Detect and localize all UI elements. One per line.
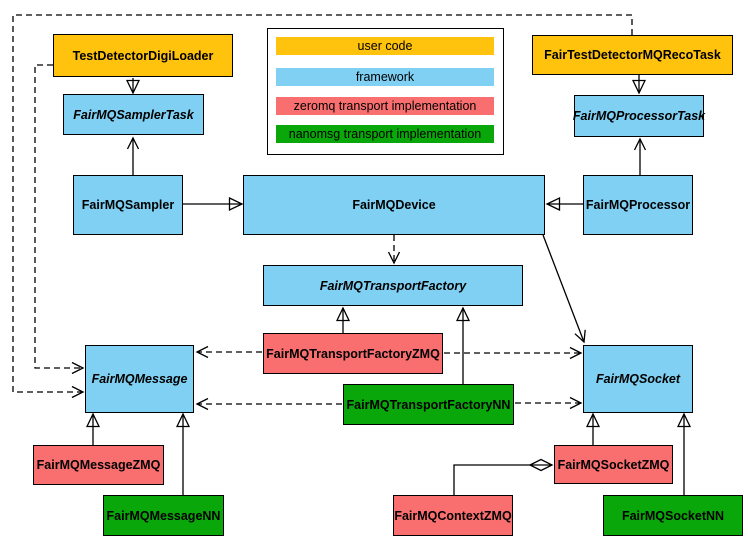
- node-fairmqdevice: FairMQDevice: [243, 175, 545, 235]
- edge-digiloader-message-dependency: [34, 64, 85, 375]
- node-fairtestdetectormqrecotask: FairTestDetectorMQRecoTask: [532, 35, 733, 75]
- node-fairmqtransportfactorynn: FairMQTransportFactoryNN: [343, 384, 514, 425]
- legend-item-user-code: user code: [276, 37, 494, 55]
- edge-contextzmq-socketzmq-composition: [453, 458, 554, 495]
- node-fairmqmessage: FairMQMessage: [85, 345, 194, 413]
- node-fairmqprocessor: FairMQProcessor: [583, 175, 693, 235]
- node-fairmqsocketzmq: FairMQSocketZMQ: [554, 445, 673, 484]
- node-fairmqcontextzmq: FairMQContextZMQ: [393, 495, 513, 536]
- node-fairmqmessagezmq: FairMQMessageZMQ: [33, 445, 164, 485]
- legend-item-zeromq: zeromq transport implementation: [276, 97, 494, 115]
- edge-recotask-message-dependency: [12, 14, 633, 399]
- legend-item-nanomsg: nanomsg transport implementation: [276, 125, 494, 143]
- legend-box: user code framework zeromq transport imp…: [267, 28, 504, 155]
- node-fairmqsampler: FairMQSampler: [73, 175, 183, 235]
- node-fairmqsocket: FairMQSocket: [583, 345, 693, 413]
- node-fairmqtransportfactory: FairMQTransportFactory: [263, 265, 523, 306]
- legend-item-framework: framework: [276, 68, 494, 86]
- node-fairmqprocessortask: FairMQProcessorTask: [573, 95, 705, 137]
- node-fairmqmessagenn: FairMQMessageNN: [103, 495, 224, 536]
- node-fairmqsocketnn: FairMQSocketNN: [603, 495, 743, 536]
- node-fairmqtransportfactoryzmq: FairMQTransportFactoryZMQ: [263, 333, 443, 374]
- node-fairmqsamplertask: FairMQSamplerTask: [63, 94, 204, 135]
- node-testdetectordigiloader: TestDetectorDigiLoader: [53, 34, 233, 77]
- edge-device-socket-association: [542, 234, 586, 344]
